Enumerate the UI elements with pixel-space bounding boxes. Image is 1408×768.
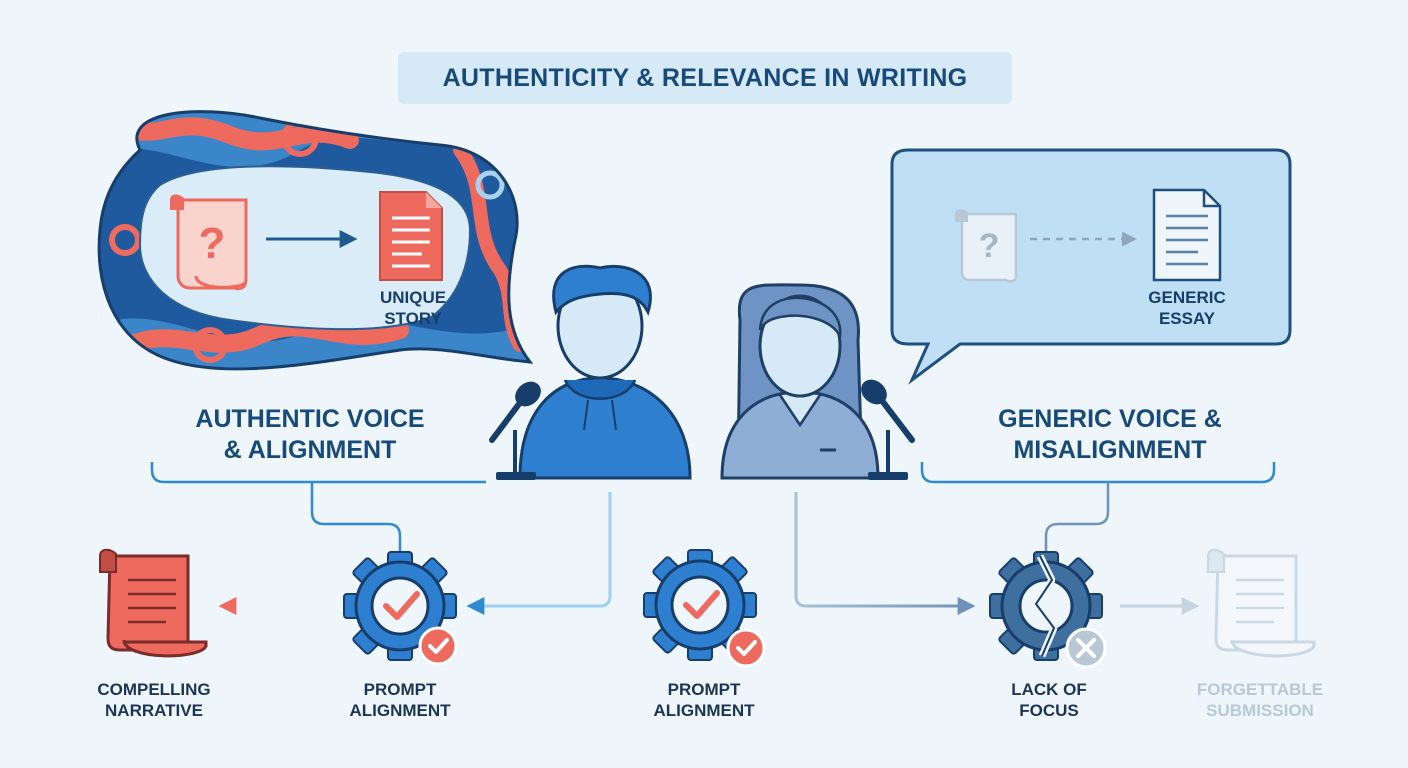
authentic-voice-line1: AUTHENTIC VOICE	[195, 405, 425, 433]
authentic-voice-line2: & ALIGNMENT	[223, 435, 397, 464]
lack-of-focus-label: LACK OF FOCUS	[984, 680, 1114, 721]
connector-right-to-broken-gear	[1044, 482, 1110, 556]
unique-story-label: UNIQUE STORY	[360, 288, 466, 329]
generic-voice-heading: GENERIC VOICE & MISALIGNMENT	[950, 404, 1270, 465]
prompt-alignment-left-line2: ALIGNMENT	[349, 700, 451, 720]
authentic-voice-heading: AUTHENTIC VOICE & ALIGNMENT	[160, 404, 460, 465]
prompt-alignment-center-label: PROMPT ALIGNMENT	[634, 680, 774, 721]
prompt-alignment-center-line2: ALIGNMENT	[653, 700, 755, 720]
scroll-icon	[1207, 548, 1316, 658]
unique-story-line1: UNIQUE	[379, 288, 447, 307]
microphone-icon	[489, 381, 541, 480]
svg-text:?: ?	[979, 227, 1000, 265]
male-speaker-figure	[518, 264, 692, 480]
compelling-narrative-label: COMPELLING NARRATIVE	[74, 680, 234, 721]
compelling-narrative-line2: NARRATIVE	[105, 700, 203, 720]
unique-story-line2: STORY	[384, 308, 442, 328]
generic-essay-line1: GENERIC	[1148, 288, 1226, 307]
prompt-alignment-left-label: PROMPT ALIGNMENT	[330, 680, 470, 721]
question-scroll-icon: ?	[955, 209, 1018, 283]
lack-of-focus-line1: LACK OF	[1011, 680, 1087, 699]
female-speaker-figure	[720, 283, 880, 480]
forgettable-submission-label: FORGETTABLE SUBMISSION	[1180, 680, 1340, 721]
left-bracket	[150, 462, 486, 484]
page-title: AUTHENTICITY & RELEVANCE IN WRITING	[398, 52, 1012, 104]
generic-essay-line2: ESSAY	[1158, 308, 1216, 328]
question-scroll-icon: ?	[170, 194, 248, 291]
scroll-icon	[99, 548, 208, 658]
connector-female-to-broken-gear	[794, 492, 976, 615]
right-bracket	[920, 462, 1276, 484]
forgettable-submission-line1: FORGETTABLE	[1196, 680, 1324, 699]
broken-gear-icon	[989, 551, 1103, 661]
forgettable-submission-line2: SUBMISSION	[1206, 700, 1314, 720]
compelling-narrative-line1: COMPELLING	[97, 680, 211, 699]
gear-check-icon	[343, 551, 458, 666]
document-icon	[379, 191, 443, 281]
document-icon	[1152, 188, 1222, 282]
generic-essay-label: GENERIC ESSAY	[1132, 288, 1242, 329]
lack-of-focus-line2: FOCUS	[1019, 700, 1079, 720]
prompt-alignment-center-line1: PROMPT	[667, 680, 741, 699]
prompt-alignment-left-line1: PROMPT	[363, 680, 437, 699]
connector-left-to-gear	[310, 482, 402, 556]
microphone-icon	[861, 379, 915, 480]
connector-male-to-gear	[466, 492, 612, 615]
svg-text:?: ?	[199, 219, 226, 268]
generic-voice-line1: GENERIC VOICE &	[998, 405, 1222, 433]
generic-voice-line2: MISALIGNMENT	[1013, 435, 1207, 464]
right-speech-bubble	[890, 148, 1292, 385]
gear-check-icon	[643, 549, 766, 668]
x-badge-icon	[1065, 627, 1107, 669]
